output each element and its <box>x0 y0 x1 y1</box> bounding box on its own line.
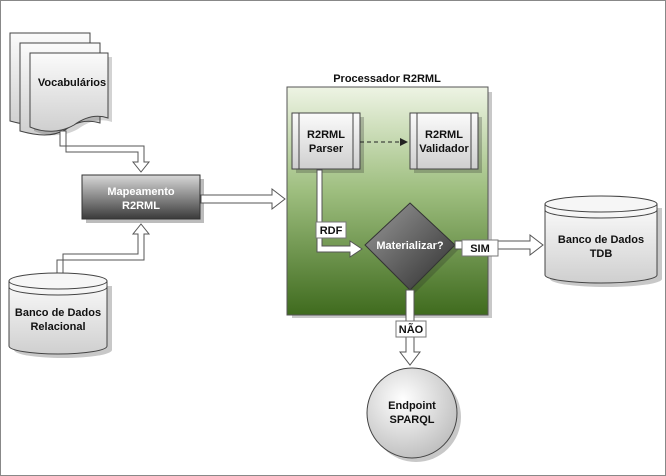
decision-diamond: Materializar? <box>364 202 459 294</box>
yes-label-box <box>461 239 499 257</box>
parser-box: R2RML Parser <box>291 112 364 173</box>
parser-label-line2: Parser <box>309 143 344 155</box>
database-to-mapping-arrow <box>56 223 151 277</box>
mapping-label-line2: R2RML <box>122 200 160 212</box>
validator-label-line2: Validador <box>419 143 469 155</box>
decision-label: Materializar? <box>376 240 444 252</box>
validator-box: R2RML Validador <box>409 112 482 173</box>
endpoint-circle: Endpoint SPARQL <box>366 367 461 462</box>
tdb-label-line1: Banco de Dados <box>558 234 644 246</box>
no-label: NÃO <box>399 323 424 336</box>
parser-label-line1: R2RML <box>307 129 345 141</box>
endpoint-label-line1: Endpoint <box>388 400 436 412</box>
vocabulary-label: Vocabulários <box>38 77 106 89</box>
vocabulary-to-mapping-arrow <box>59 130 151 173</box>
relational-db-label-line2: Relacional <box>30 321 85 333</box>
yes-label: SIM <box>470 243 490 255</box>
tdb-label-line2: TDB <box>590 248 613 260</box>
processor-title: Processador R2RML <box>333 73 441 85</box>
no-label-box <box>395 320 427 338</box>
mapping-to-processor-arrow <box>200 187 286 211</box>
rdf-label: RDF <box>320 225 343 237</box>
relational-database-cylinder: Banco de Dados Relacional <box>8 272 112 358</box>
mapping-box: Mapeamento R2RML <box>81 174 204 223</box>
parser-to-decision-arrow <box>316 169 363 258</box>
rdf-label-box <box>315 221 347 239</box>
mapping-label-line1: Mapeamento <box>107 186 175 198</box>
validator-label-line1: R2RML <box>425 129 463 141</box>
tdb-database-cylinder: Banco de Dados TDB <box>544 195 662 287</box>
vocabulary-documents: Vocabulários <box>9 32 112 136</box>
endpoint-label-line2: SPARQL <box>389 414 434 426</box>
relational-db-label-line1: Banco de Dados <box>15 307 101 319</box>
